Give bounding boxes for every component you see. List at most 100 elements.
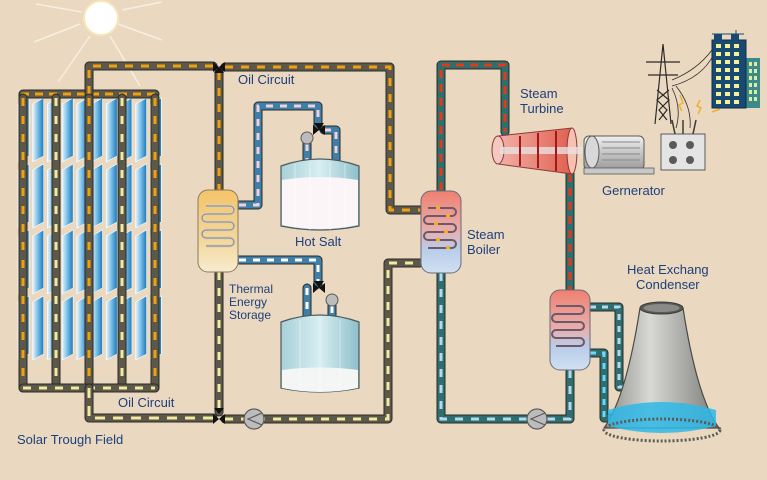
parabolic-mirror-icon (32, 97, 44, 163)
window-icon (725, 52, 730, 56)
window-icon (749, 90, 752, 94)
window-icon (725, 68, 730, 72)
salt-pipe (234, 101, 323, 210)
window-icon (716, 100, 721, 104)
window-icon (749, 83, 752, 87)
label-line: Condenser (636, 277, 700, 292)
electric-spark-icon (677, 94, 721, 115)
oil-cold-pipe (84, 383, 218, 423)
label-line: Heat Exchang (627, 262, 709, 277)
window-icon (734, 60, 739, 64)
label-oil-circuit-top: Oil Circuit (238, 72, 295, 87)
window-icon (734, 100, 739, 104)
generator-icon (583, 135, 655, 175)
water-pipe (436, 268, 532, 424)
label-hot-salt: Hot Salt (295, 234, 342, 249)
label-line: Steam (520, 86, 558, 101)
label-line: Storage (229, 308, 272, 322)
parabolic-mirror-icon (135, 163, 147, 229)
label-oil-circuit-bottom: Oil Circuit (118, 395, 175, 410)
parabolic-mirror-icon (61, 229, 74, 295)
window-icon (754, 62, 757, 66)
label-line: Thermal (229, 282, 274, 296)
label-line: Boiler (467, 242, 501, 257)
power-pylon-icon (646, 43, 715, 129)
label-condenser: Heat Exchang Condenser (627, 262, 709, 292)
valve-icon[interactable] (213, 408, 225, 424)
parabolic-mirror-icon (105, 229, 118, 295)
window-icon (725, 76, 730, 80)
window-icon (725, 60, 730, 64)
window-icon (734, 52, 739, 56)
window-icon (716, 84, 721, 88)
window-icon (754, 76, 757, 80)
hot-salt-tank (280, 158, 360, 231)
window-icon (749, 97, 752, 101)
window-icon (716, 60, 721, 64)
parabolic-mirror-icon (135, 229, 147, 295)
label-line: Turbine (520, 101, 564, 116)
parabolic-mirror-icon (32, 163, 44, 229)
window-icon (716, 68, 721, 72)
label-steam-turbine: Steam Turbine (520, 86, 564, 116)
water-pipe (542, 365, 575, 424)
parabolic-mirror-icon (61, 97, 74, 163)
parabolic-mirror-icon (135, 97, 147, 163)
window-icon (754, 83, 757, 87)
water-pump-icon[interactable] (526, 408, 548, 430)
salt-pipe (234, 255, 323, 289)
oil-salt-heat-exchanger (197, 189, 239, 273)
valve-icon[interactable] (313, 123, 325, 135)
pipe-network (18, 60, 655, 424)
parabolic-mirror-icon (135, 295, 147, 361)
window-icon (716, 92, 721, 96)
window-icon (754, 90, 757, 94)
transformer-icon (660, 119, 706, 171)
condenser-exchanger (549, 289, 591, 371)
window-icon (725, 92, 730, 96)
steam-boiler (420, 190, 462, 274)
window-icon (734, 92, 739, 96)
window-icon (716, 76, 721, 80)
window-icon (749, 62, 752, 66)
valve-icon[interactable] (313, 281, 325, 293)
window-icon (725, 100, 730, 104)
parabolic-mirror-icon (105, 163, 118, 229)
oil-cold-pipe (220, 258, 425, 424)
cooling-tower-icon (602, 301, 722, 443)
oil-hot-pipe (84, 61, 218, 99)
oil-hot-pipe (220, 62, 425, 215)
parabolic-mirror-icon (61, 295, 74, 361)
label-line: Steam (467, 227, 505, 242)
window-icon (734, 84, 739, 88)
label-solar-trough-field: Solar Trough Field (17, 432, 124, 447)
window-icon (716, 52, 721, 56)
sun-icon (33, 0, 163, 87)
salt-pump-icon[interactable] (325, 293, 339, 307)
label-generator: Gernerator (602, 183, 665, 198)
oil-pump-icon[interactable] (243, 408, 265, 430)
window-icon (725, 44, 730, 48)
window-icon (754, 69, 757, 73)
steam-turbine-icon (491, 127, 590, 175)
salt-pipe (319, 125, 341, 165)
parabolic-mirror-icon (32, 229, 44, 295)
parabolic-mirror-icon (105, 97, 118, 163)
valve-icon[interactable] (213, 62, 225, 73)
label-steam-boiler: Steam Boiler (467, 227, 505, 257)
parabolic-mirror-icon (105, 295, 118, 361)
window-icon (754, 97, 757, 101)
window-icon (734, 76, 739, 80)
label-thermal-storage: Thermal Energy Storage (229, 283, 273, 322)
window-icon (749, 69, 752, 73)
parabolic-mirror-icon (32, 295, 44, 361)
parabolic-mirror-icon (61, 163, 74, 229)
window-icon (716, 44, 721, 48)
steam-pipe (436, 60, 510, 195)
salt-pump-icon[interactable] (300, 131, 314, 145)
window-icon (734, 68, 739, 72)
window-icon (749, 76, 752, 80)
window-icon (734, 44, 739, 48)
window-icon (725, 84, 730, 88)
